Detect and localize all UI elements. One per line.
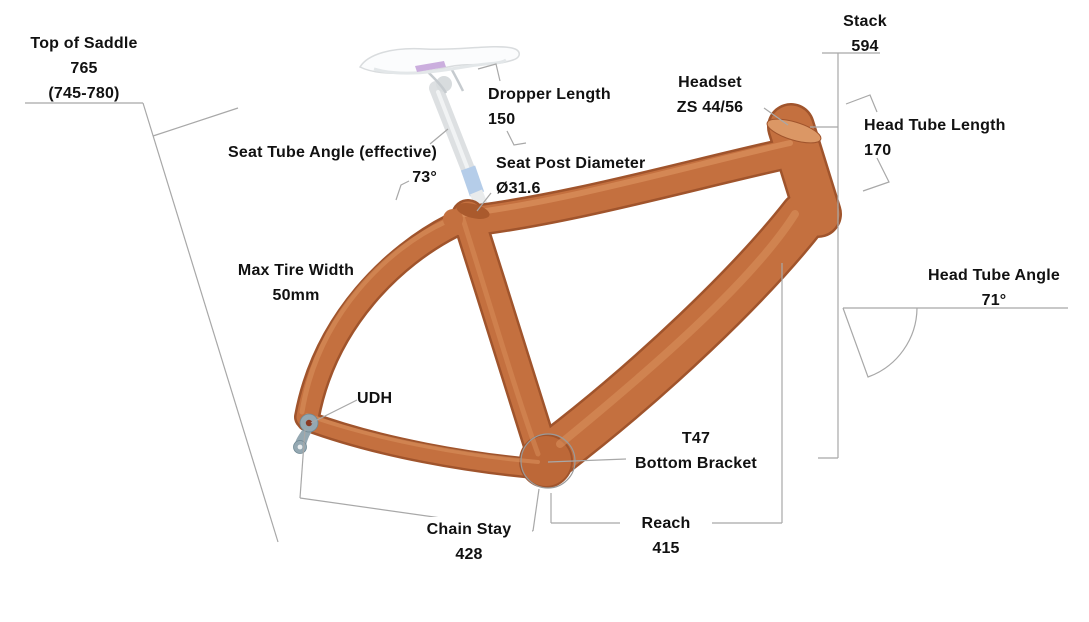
annotation-bottom-bracket: T47 Bottom Bracket (626, 426, 766, 476)
seat-tube-angle-value: 73° (412, 169, 437, 186)
seatpost-group (429, 76, 492, 217)
annotation-dropper-length: Dropper Length 150 (488, 82, 628, 132)
annotation-stack: Stack 594 (834, 9, 896, 59)
stack-value: 594 (851, 38, 879, 55)
seat-post-diameter-value: Ø31.6 (496, 180, 541, 197)
annotation-headset: Headset ZS 44/56 (655, 70, 765, 120)
frame-group (294, 103, 842, 488)
dropper-length-value: 150 (488, 111, 516, 128)
head-tube-angle-label: Head Tube Angle (928, 267, 1060, 284)
saddle-group (358, 46, 520, 94)
max-tire-width-value: 50mm (272, 287, 320, 304)
head-tube-length-label: Head Tube Length (864, 117, 1006, 134)
annotation-seat-post-diameter: Seat Post Diameter Ø31.6 (496, 151, 666, 201)
headset-value: ZS 44/56 (676, 99, 744, 116)
seat-tube-angle-label: Seat Tube Angle (effective) (228, 144, 437, 161)
seat-post-diameter-label: Seat Post Diameter (496, 155, 646, 172)
annotation-top-of-saddle: Top of Saddle 765 (745-780) (18, 31, 150, 106)
stack-label: Stack (843, 13, 887, 30)
max-tire-width-label: Max Tire Width (237, 262, 355, 279)
annotation-head-tube-length: Head Tube Length 170 (864, 113, 1034, 163)
annotation-max-tire-width: Max Tire Width 50mm (226, 258, 366, 308)
annotation-seat-tube-angle: Seat Tube Angle (effective) 73° (195, 140, 437, 190)
annotation-chain-stay: Chain Stay 428 (406, 517, 532, 567)
top-of-saddle-label: Top of Saddle (30, 35, 138, 52)
annotation-reach: Reach 415 (620, 511, 712, 561)
headset-label: Headset (678, 74, 742, 91)
bottom-bracket-label: T47 (681, 430, 711, 447)
annotation-udh: UDH (357, 386, 417, 411)
dropper-length-label: Dropper Length (488, 86, 611, 103)
reach-label: Reach (641, 515, 691, 532)
dimension-lines (25, 52, 1068, 543)
top-of-saddle-range: (745-780) (48, 85, 120, 102)
reach-value: 415 (652, 540, 680, 557)
head-tube-length-value: 170 (864, 142, 892, 159)
head-tube-angle-value: 71° (981, 292, 1007, 309)
chain-stay-value: 428 (455, 546, 483, 563)
annotation-head-tube-angle: Head Tube Angle 71° (920, 263, 1068, 313)
bottom-bracket-value: Bottom Bracket (635, 455, 757, 472)
top-of-saddle-value: 765 (70, 60, 98, 77)
udh-label: UDH (357, 390, 393, 407)
chain-stay-label: Chain Stay (426, 521, 512, 538)
